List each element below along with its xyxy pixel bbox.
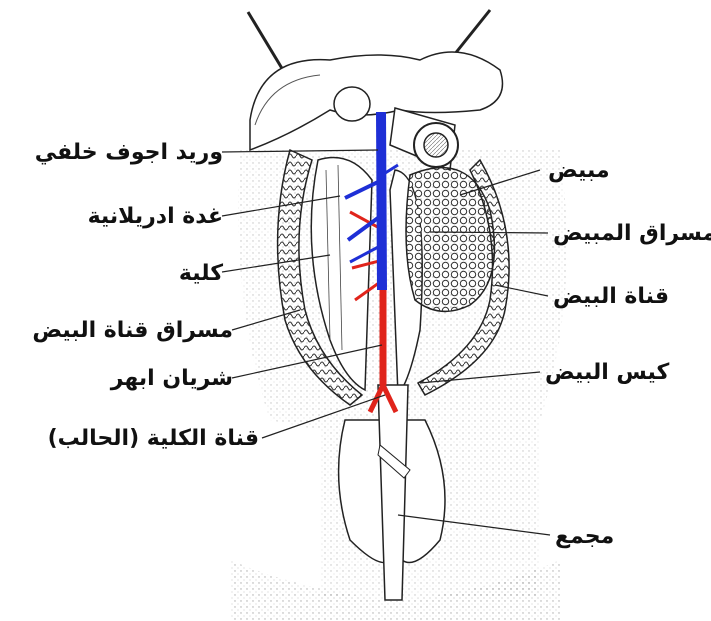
label-ureter: قناة الكلية (الحالب): [48, 428, 259, 450]
label-posterior-vena-cava: وريد اجوف خلفي: [35, 142, 223, 164]
label-ovisac: كيس البيض: [545, 362, 669, 384]
label-adrenal-gland: غدة ادريلانية: [88, 206, 223, 228]
label-ovary: مبيض: [548, 160, 610, 182]
label-aorta: شريان ابهر: [111, 368, 233, 390]
posterior-vena-cava: [381, 112, 382, 290]
label-oviduct-mesentery: مسراق قناة البيض: [32, 320, 233, 342]
label-oviduct: قناة البيض: [553, 286, 669, 308]
round-organ: [334, 87, 370, 121]
label-kidney: كلية: [179, 263, 223, 285]
label-cloaca: مجمع: [555, 526, 614, 548]
label-ovary-mesentery: مسراق المبيض: [553, 223, 711, 245]
